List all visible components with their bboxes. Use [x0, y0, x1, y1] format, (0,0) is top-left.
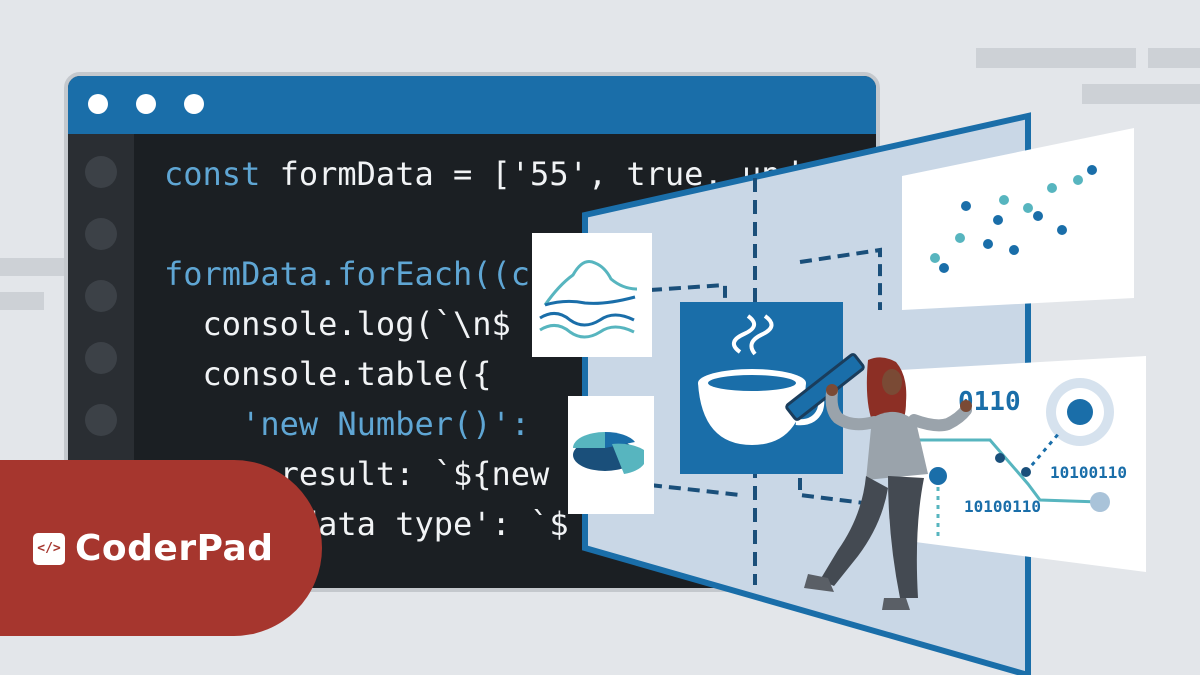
scatter-chart-card — [902, 128, 1134, 310]
gutter-marker — [85, 404, 117, 436]
code-token: const — [164, 155, 261, 193]
decor-bar — [0, 258, 70, 276]
gutter-marker — [85, 342, 117, 374]
line-chart-card — [532, 233, 652, 357]
decor-bar — [1082, 84, 1200, 104]
code-brackets-icon: </> — [33, 532, 65, 565]
connector-line — [649, 483, 741, 497]
node-core — [1067, 399, 1093, 425]
window-control-dot[interactable] — [136, 94, 156, 114]
person-figure — [804, 357, 972, 610]
line-chart-icon — [539, 260, 638, 339]
decor-bar — [1148, 48, 1200, 68]
code-line: result: `${new — [164, 454, 550, 494]
code-line: console.log(`\n$ — [164, 304, 511, 344]
circuit-node — [929, 467, 947, 485]
gutter-marker — [85, 218, 117, 250]
coffee-cup-icon — [698, 314, 825, 445]
code-line: formData.forEach((c — [164, 254, 530, 294]
code-line: console.table({ — [164, 354, 492, 394]
pie-chart-icon — [573, 431, 644, 474]
brand-logo[interactable]: </> CoderPad — [33, 528, 274, 569]
code-token: 'new Number()': — [241, 405, 550, 443]
gutter-marker — [85, 280, 117, 312]
code-token: formData.forEach((c — [164, 255, 531, 293]
code-token: result: `${new — [279, 455, 550, 493]
binary-text-bottom: 10100110 — [964, 497, 1041, 516]
circuit-trace — [900, 438, 1101, 504]
circuit-node — [1021, 467, 1031, 477]
code-line: 'data type': `$ — [164, 504, 569, 544]
code-line: 'new Number()': — [164, 404, 549, 444]
code-token: 'data type': `$ — [279, 505, 569, 543]
gutter-marker — [85, 156, 117, 188]
editor-titlebar — [68, 76, 876, 134]
window-control-dot[interactable] — [184, 94, 204, 114]
circuit-node — [1090, 492, 1110, 512]
circuit-node — [995, 453, 1005, 463]
code-token: console.log(`\n$ — [202, 305, 511, 343]
decor-bar — [976, 48, 1136, 68]
binary-text-mid: 10100110 — [1050, 463, 1127, 482]
scatter-chart-icon — [930, 165, 1097, 273]
connector-line — [799, 247, 882, 310]
code-token: console.table({ — [202, 355, 492, 393]
window-control-dot[interactable] — [88, 94, 108, 114]
brand-name: CoderPad — [75, 528, 274, 569]
decor-bar — [0, 292, 44, 310]
